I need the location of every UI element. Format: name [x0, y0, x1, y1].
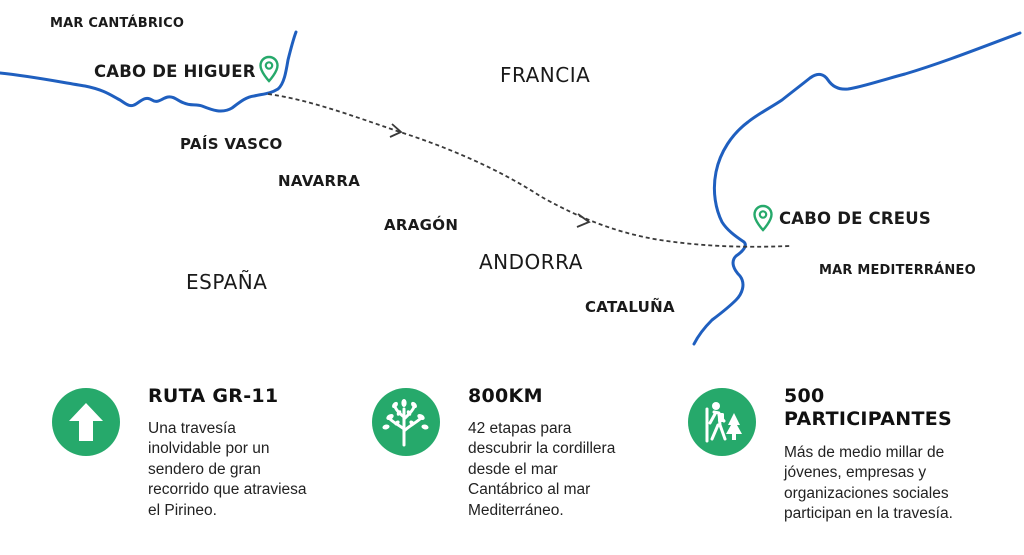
feature-description: 42 etapas para descubrir la cordillera d… [468, 420, 616, 519]
sea-label-east: MAR MEDITERRÁNEO [819, 263, 976, 278]
region-label-basque: PAÍS VASCO [180, 135, 283, 153]
location-pin-icon [753, 204, 773, 232]
hiker-icon [705, 402, 742, 443]
region-label-navarra: NAVARRA [278, 172, 361, 190]
feature-distance: 800KM 42 etapas para descubrir la cordil… [372, 380, 672, 550]
sea-label-north: MAR CANTÁBRICO [50, 16, 185, 31]
cantabrian-coastline [0, 30, 298, 113]
region-label-aragon: ARAGÓN [384, 216, 459, 234]
country-label-andorra: ANDORRA [479, 250, 583, 274]
cape-label-end: CABO DE CREUS [779, 209, 931, 228]
feature-title: 500 PARTICIPANTES [784, 385, 953, 430]
arrow-up-icon [69, 403, 103, 441]
feature-description: Más de medio millar de jóvenes, empresas… [784, 444, 953, 523]
tree-icon [382, 399, 429, 447]
country-label-spain: ESPAÑA [186, 270, 268, 294]
cape-label-start: CABO DE HIGUER [94, 62, 256, 81]
route-arrow-1 [389, 123, 403, 138]
map-graphic [0, 30, 1022, 346]
route-line [267, 93, 791, 248]
country-label-france: FRANCIA [500, 63, 591, 87]
route-arrow-2 [576, 213, 591, 228]
feature-route: RUTA GR-11 Una travesía inolvidable por … [52, 380, 352, 550]
feature-icon-circle [688, 388, 756, 456]
mediterranean-coastline [692, 31, 1022, 346]
feature-icon-circle [372, 388, 440, 456]
region-label-catalonia: CATALUÑA [585, 298, 675, 316]
feature-description: Una travesía inolvidable por un sendero … [148, 420, 307, 519]
location-pin-icon [259, 55, 279, 83]
feature-title: 800KM [468, 385, 543, 407]
feature-icon-circle [52, 388, 120, 456]
feature-participants: 500 PARTICIPANTES Más de medio millar de… [688, 380, 1008, 550]
feature-title: RUTA GR-11 [148, 385, 279, 407]
